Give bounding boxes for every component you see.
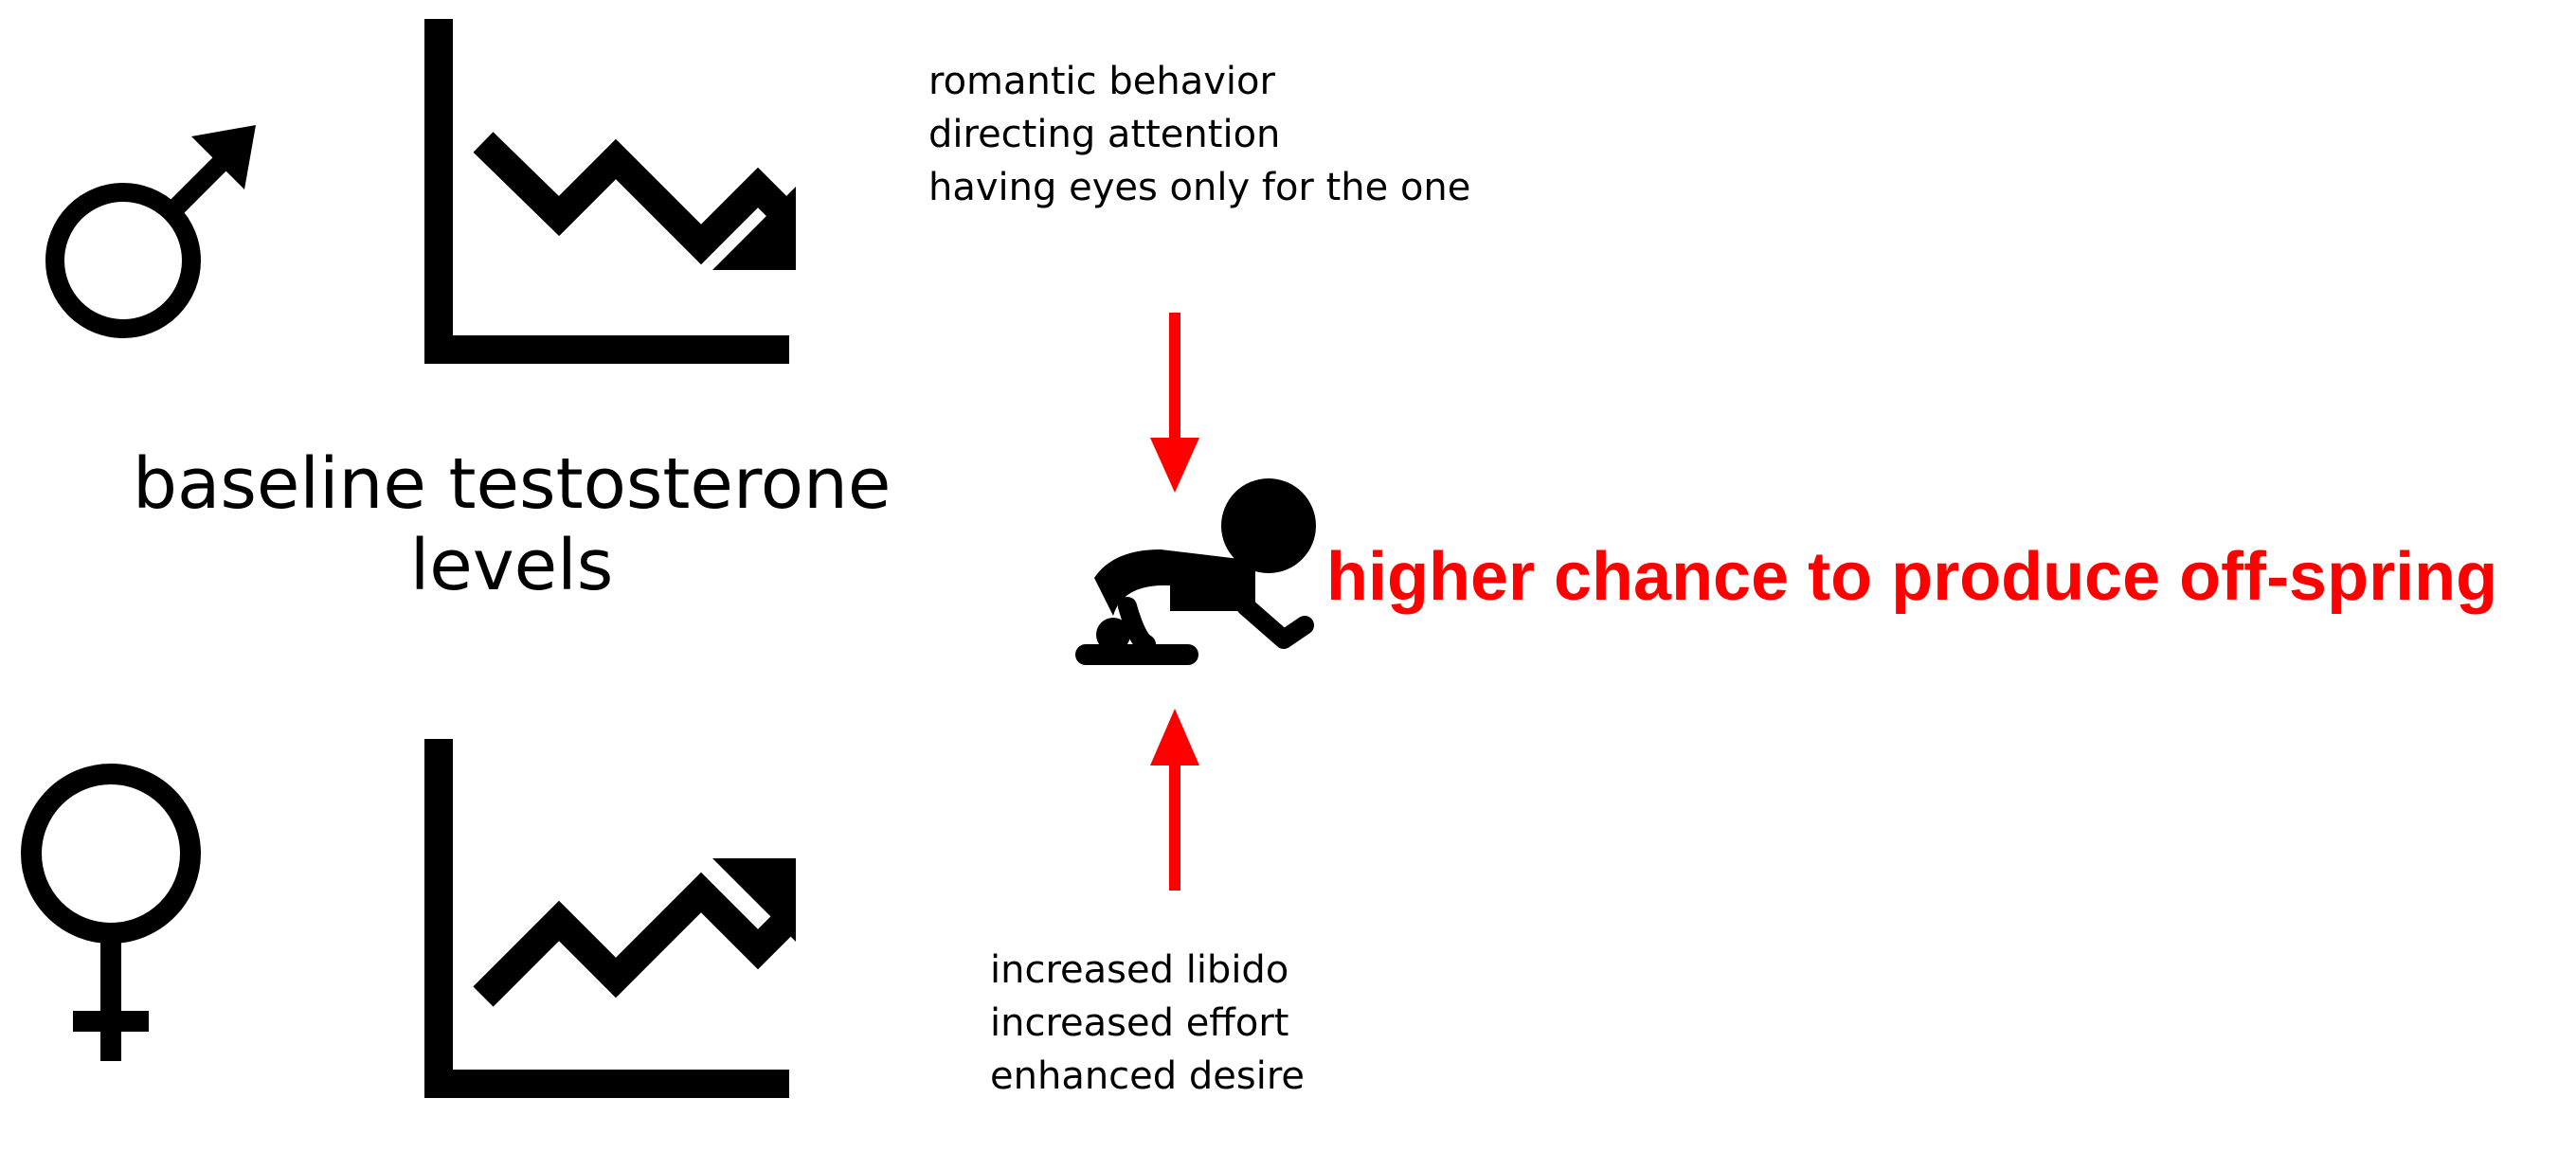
male-effects-list: romantic behavior directing attention ha… xyxy=(928,55,1470,214)
male-effect-item: having eyes only for the one xyxy=(928,166,1471,209)
trend-down-chart-icon xyxy=(424,19,796,364)
center-label-line-2: levels xyxy=(409,525,614,606)
male-symbol-icon xyxy=(45,125,256,338)
female-effect-item: increased effort xyxy=(990,1001,1289,1045)
male-effect-item: directing attention xyxy=(928,113,1281,156)
male-effect-item: romantic behavior xyxy=(928,60,1275,103)
center-label: baseline testosterone levels xyxy=(133,443,891,606)
arrow-down-icon xyxy=(1150,313,1199,493)
female-effects-list: increased libido increased effort enhanc… xyxy=(990,944,1305,1103)
female-symbol-icon xyxy=(21,764,201,1061)
center-label-line-1: baseline testosterone xyxy=(133,443,892,525)
female-effect-item: increased libido xyxy=(990,948,1289,992)
outcome-label: higher chance to produce off-spring xyxy=(1326,539,2498,615)
trend-up-chart-icon xyxy=(424,739,796,1098)
arrow-up-icon xyxy=(1150,709,1199,891)
female-effect-item: enhanced desire xyxy=(990,1054,1306,1098)
crawling-baby-icon xyxy=(1075,478,1316,665)
